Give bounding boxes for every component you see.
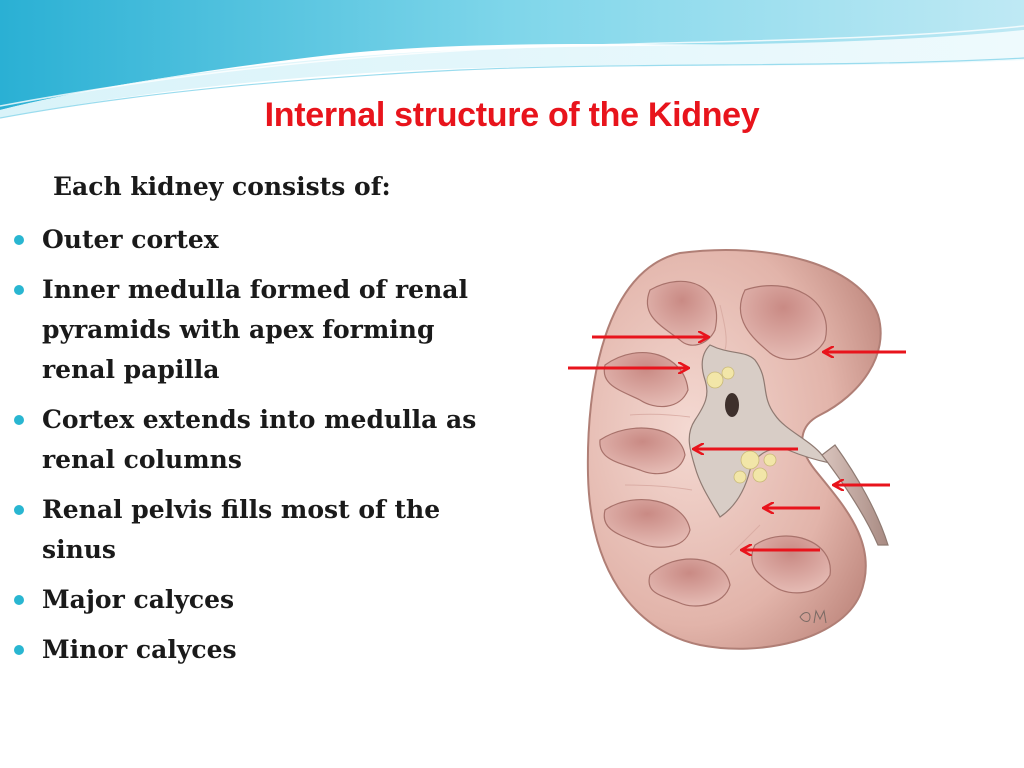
bullet-dot-icon xyxy=(14,235,24,245)
illustrator-signature xyxy=(799,609,827,624)
bullet-text: Minor calyces xyxy=(42,635,237,664)
bullet-text: Outer cortex xyxy=(42,225,219,254)
annotation-arrows xyxy=(568,337,906,550)
renal-pyramid xyxy=(603,499,691,548)
slide-title: Internal structure of the Kidney xyxy=(264,96,760,134)
bullet-item: Renal pelvis fills most of the sinus xyxy=(14,490,484,570)
bullet-text: Renal pelvis fills most of the sinus xyxy=(42,495,441,564)
renal-pyramid xyxy=(739,285,827,361)
renal-pyramid xyxy=(648,558,731,607)
intro-text: Each kidney consists of: xyxy=(53,172,391,201)
renal-pyramid xyxy=(599,427,686,475)
sinus-fat xyxy=(706,366,777,484)
bullet-text: Major calyces xyxy=(42,585,235,614)
bullet-item: Inner medulla formed of renal pyramids w… xyxy=(14,270,484,390)
kidney-section-illustration xyxy=(568,248,906,650)
renal-columns xyxy=(624,304,761,556)
bullet-dot-icon xyxy=(14,595,24,605)
renal-pyramid xyxy=(603,351,689,408)
bullet-dot-icon xyxy=(14,645,24,655)
bullet-item: Minor calyces xyxy=(14,630,484,670)
header-wave-decoration xyxy=(0,0,1024,119)
bullet-text: Cortex extends into medulla as renal col… xyxy=(42,405,477,474)
bullet-dot-icon xyxy=(14,415,24,425)
bullet-list: Outer cortex Inner medulla formed of ren… xyxy=(14,220,484,680)
bullet-item: Outer cortex xyxy=(14,220,484,260)
bullet-dot-icon xyxy=(14,285,24,295)
bullet-item: Cortex extends into medulla as renal col… xyxy=(14,400,484,480)
bullet-dot-icon xyxy=(14,505,24,515)
bullet-text: Inner medulla formed of renal pyramids w… xyxy=(42,275,468,384)
renal-sinus-opening xyxy=(725,393,739,417)
bullet-item: Major calyces xyxy=(14,580,484,620)
